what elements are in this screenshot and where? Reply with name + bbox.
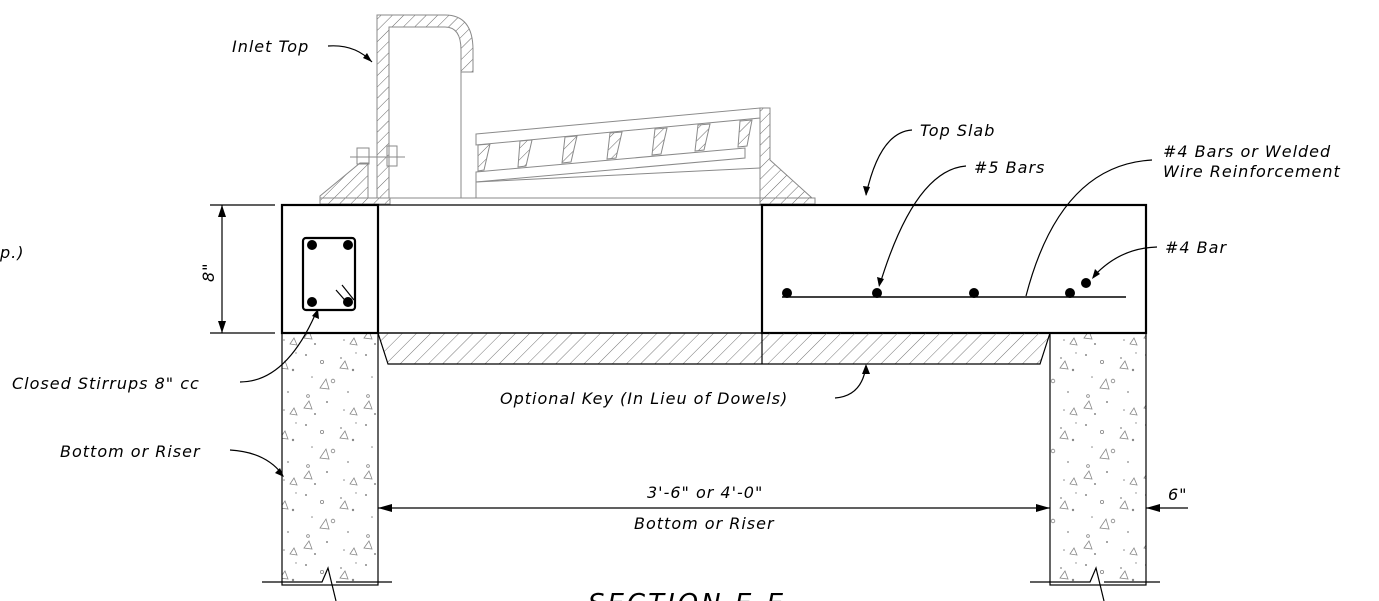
- label-5-bars: #5 Bars: [974, 158, 1045, 177]
- label-bottom-riser-left: Bottom or Riser: [60, 442, 201, 461]
- label-optional-key: Optional Key (In Lieu of Dowels): [500, 389, 788, 408]
- label-4-bar: #4 Bar: [1165, 238, 1227, 257]
- section-title: SECTION E-E: [588, 589, 786, 601]
- label-cut-left: p.): [0, 243, 24, 262]
- label-4-bars-line1: #4 Bars or Welded: [1163, 142, 1331, 161]
- label-closed-stirrups: Closed Stirrups 8" cc: [12, 374, 200, 393]
- leader-lines: [229, 45, 1158, 477]
- label-dim-6in: 6": [1168, 485, 1188, 504]
- label-top-slab: Top Slab: [920, 121, 995, 140]
- break-line-left: [262, 566, 392, 601]
- label-4-bars-line2: Wire Reinforcement: [1163, 162, 1341, 181]
- right-riser-wall: [1049, 332, 1147, 586]
- slab-reinforcement: [782, 278, 1126, 298]
- label-dim-span: 3'-6" or 4'-0": [647, 483, 763, 502]
- left-riser-wall: [281, 332, 379, 586]
- dimension-8in: [210, 204, 275, 334]
- closed-stirrup: [301, 236, 357, 312]
- left-slab-beam: [280, 203, 380, 335]
- top-slab: [760, 203, 1148, 335]
- break-line-right: [1030, 566, 1160, 601]
- label-inlet-top: Inlet Top: [232, 37, 309, 56]
- dimension-span: [378, 504, 1050, 512]
- optional-key: [377, 332, 1051, 365]
- label-dim-8in: 8": [199, 262, 218, 282]
- inlet-top: [319, 14, 816, 205]
- label-dim-span-sub: Bottom or Riser: [634, 514, 775, 533]
- dimension-6in: [1146, 504, 1188, 512]
